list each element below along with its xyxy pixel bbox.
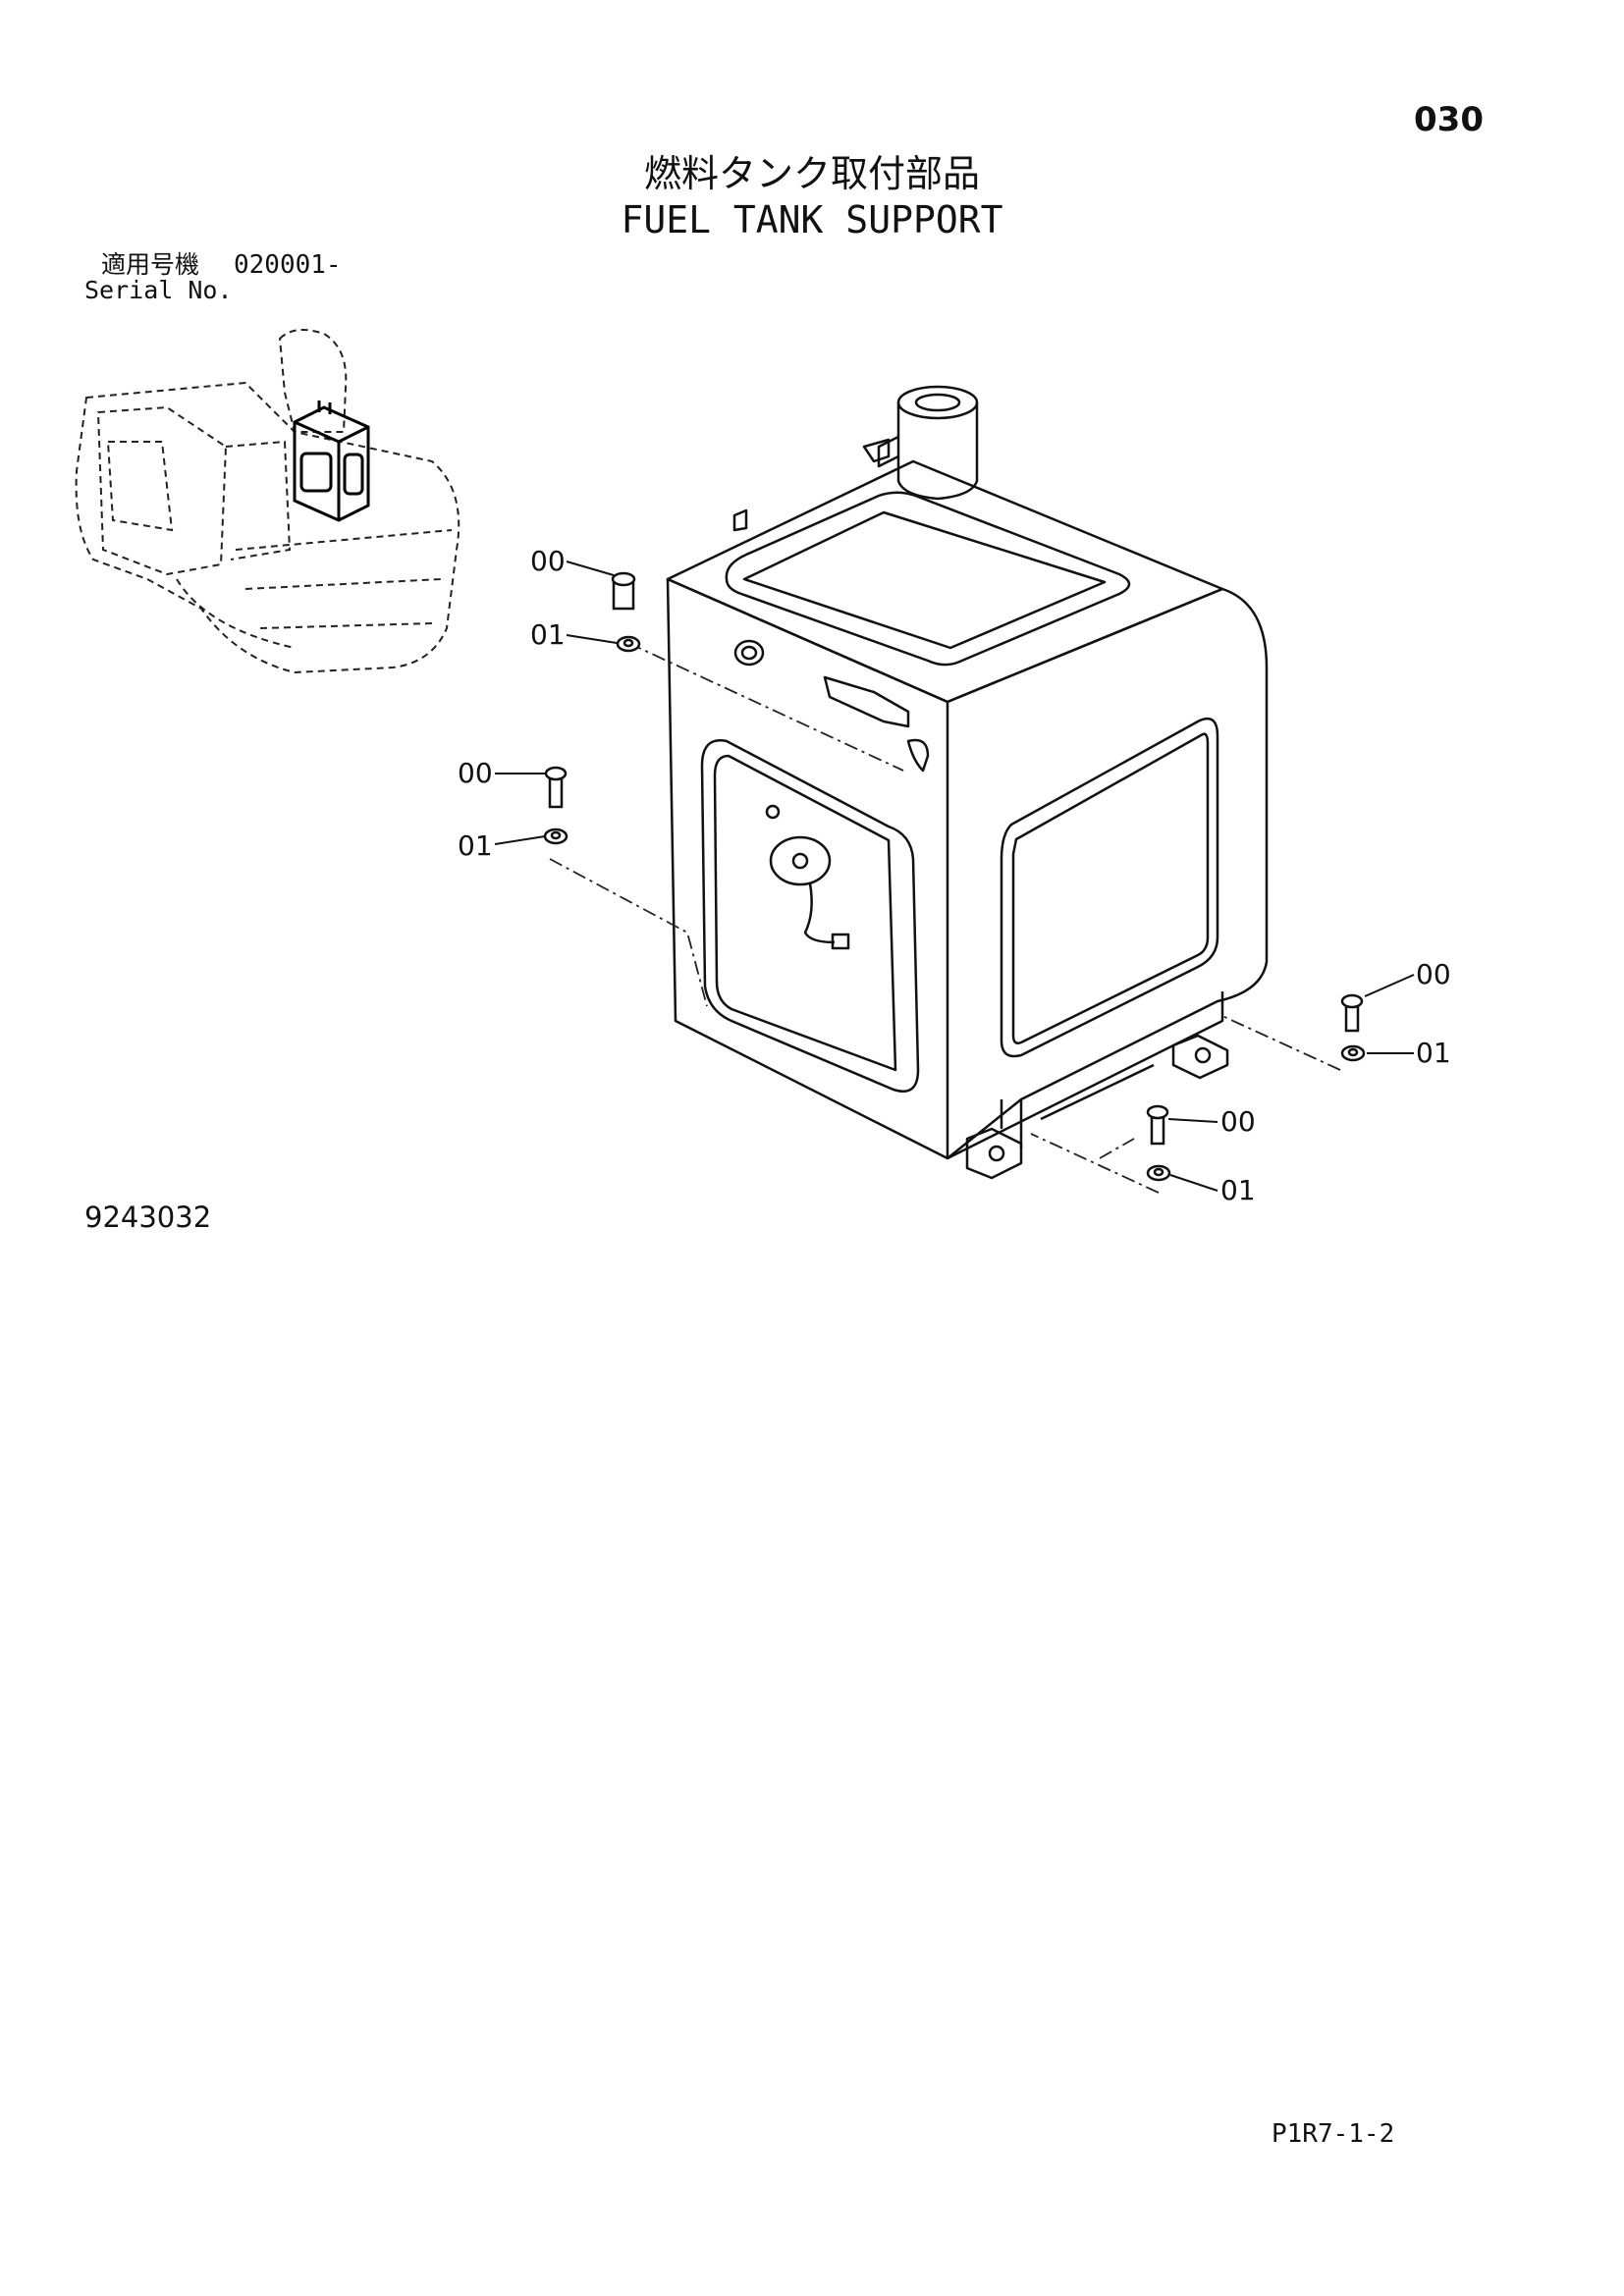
washer-icon xyxy=(1146,1164,1171,1182)
bolt-icon xyxy=(1340,993,1364,1033)
callout-label: 01 xyxy=(530,618,566,651)
callout-label: 00 xyxy=(1416,958,1451,990)
washer-icon xyxy=(1340,1044,1366,1062)
bolt-icon xyxy=(1146,1104,1169,1146)
leader-lines xyxy=(494,561,1415,1192)
bolt-icon xyxy=(611,571,636,611)
page-number: 030 xyxy=(1414,100,1484,139)
callout-label: 01 xyxy=(1416,1037,1451,1069)
callout-label: 01 xyxy=(1220,1174,1256,1206)
overview-tank-highlight xyxy=(293,400,370,522)
callout-label: 00 xyxy=(458,757,493,789)
fuel-tank-drawing xyxy=(666,385,1269,1180)
footer-code: P1R7-1-2 xyxy=(1272,2119,1395,2149)
callout-label: 00 xyxy=(1220,1105,1256,1138)
page-title-english: FUEL TANK SUPPORT xyxy=(621,198,1003,241)
callout-label: 00 xyxy=(530,545,566,577)
serial-label-english: Serial No. xyxy=(84,276,233,304)
assembly-lines xyxy=(549,642,1341,1194)
serial-label-japanese: 適用号機 xyxy=(101,250,200,279)
figure-number: 9243032 xyxy=(84,1201,212,1234)
excavator-overview-icon xyxy=(75,329,460,674)
serial-range: 020001- xyxy=(234,250,342,280)
callout-label: 01 xyxy=(458,829,493,862)
bolt-icon xyxy=(544,766,568,809)
washer-icon xyxy=(543,828,568,845)
page-title-japanese: 燃料タンク取付部品 xyxy=(643,152,980,195)
washer-icon xyxy=(616,635,641,653)
fasteners xyxy=(543,571,1366,1182)
